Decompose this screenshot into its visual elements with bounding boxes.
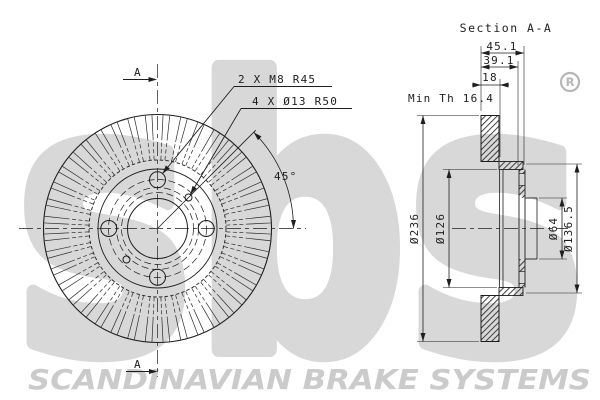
- angle-label: 45°: [274, 170, 297, 183]
- bolt-circle: [108, 179, 207, 278]
- dim-disc-thickness: 18: [482, 71, 498, 84]
- dim-hat-diameter: Ø136.5: [562, 205, 575, 252]
- serrated-hub-edge: [88, 159, 227, 298]
- bolt-holes: [100, 171, 215, 286]
- extension-lines: [417, 46, 582, 342]
- dim-bore-diameter: Ø64: [547, 217, 560, 240]
- tapped-holes-label: 2 X M8 R45: [238, 73, 316, 86]
- bolt-holes-label: 4 X Ø13 R50: [252, 95, 338, 108]
- company-banner: SCANDINAVIAN BRAKE SYSTEMS: [28, 363, 591, 396]
- dim-friction-inner-diameter: Ø126: [434, 213, 447, 244]
- section-marker-bottom: A: [126, 358, 158, 374]
- section-title: Section A-A: [460, 21, 553, 35]
- section-view: Section A-A: [408, 21, 582, 342]
- front-view: 45° 2 X M8 R45 4 X Ø13 R50 A A: [19, 64, 352, 377]
- section-solids: [480, 115, 525, 342]
- vent-slots: [44, 115, 271, 342]
- dim-min-thickness: Min Th 16.4: [408, 92, 494, 105]
- 45-degree-line: [157, 129, 257, 229]
- 45-degree-arc: [253, 132, 294, 229]
- section-marker-bottom-label: A: [134, 358, 142, 371]
- disc-outer-edge: [42, 113, 273, 344]
- tapped-holes: [122, 193, 193, 264]
- hidden-circle-inner: [121, 192, 194, 265]
- dim-total-width: 45.1: [486, 40, 517, 53]
- section-marker-top: A: [123, 66, 157, 82]
- leader-tapped-holes: 2 X M8 R45: [160, 73, 332, 176]
- center-bore: [127, 198, 188, 259]
- leader-bolt-holes: 4 X Ø13 R50: [188, 95, 352, 196]
- registered-r-letter: R: [566, 75, 575, 89]
- section-outline: [499, 169, 538, 288]
- dim-outer-diameter: Ø236: [408, 213, 421, 244]
- dim-hat-depth: 39.1: [483, 54, 514, 67]
- section-marker-top-label: A: [134, 66, 142, 79]
- registered-trademark-icon: R: [559, 71, 581, 93]
- hub-circle: [97, 168, 218, 289]
